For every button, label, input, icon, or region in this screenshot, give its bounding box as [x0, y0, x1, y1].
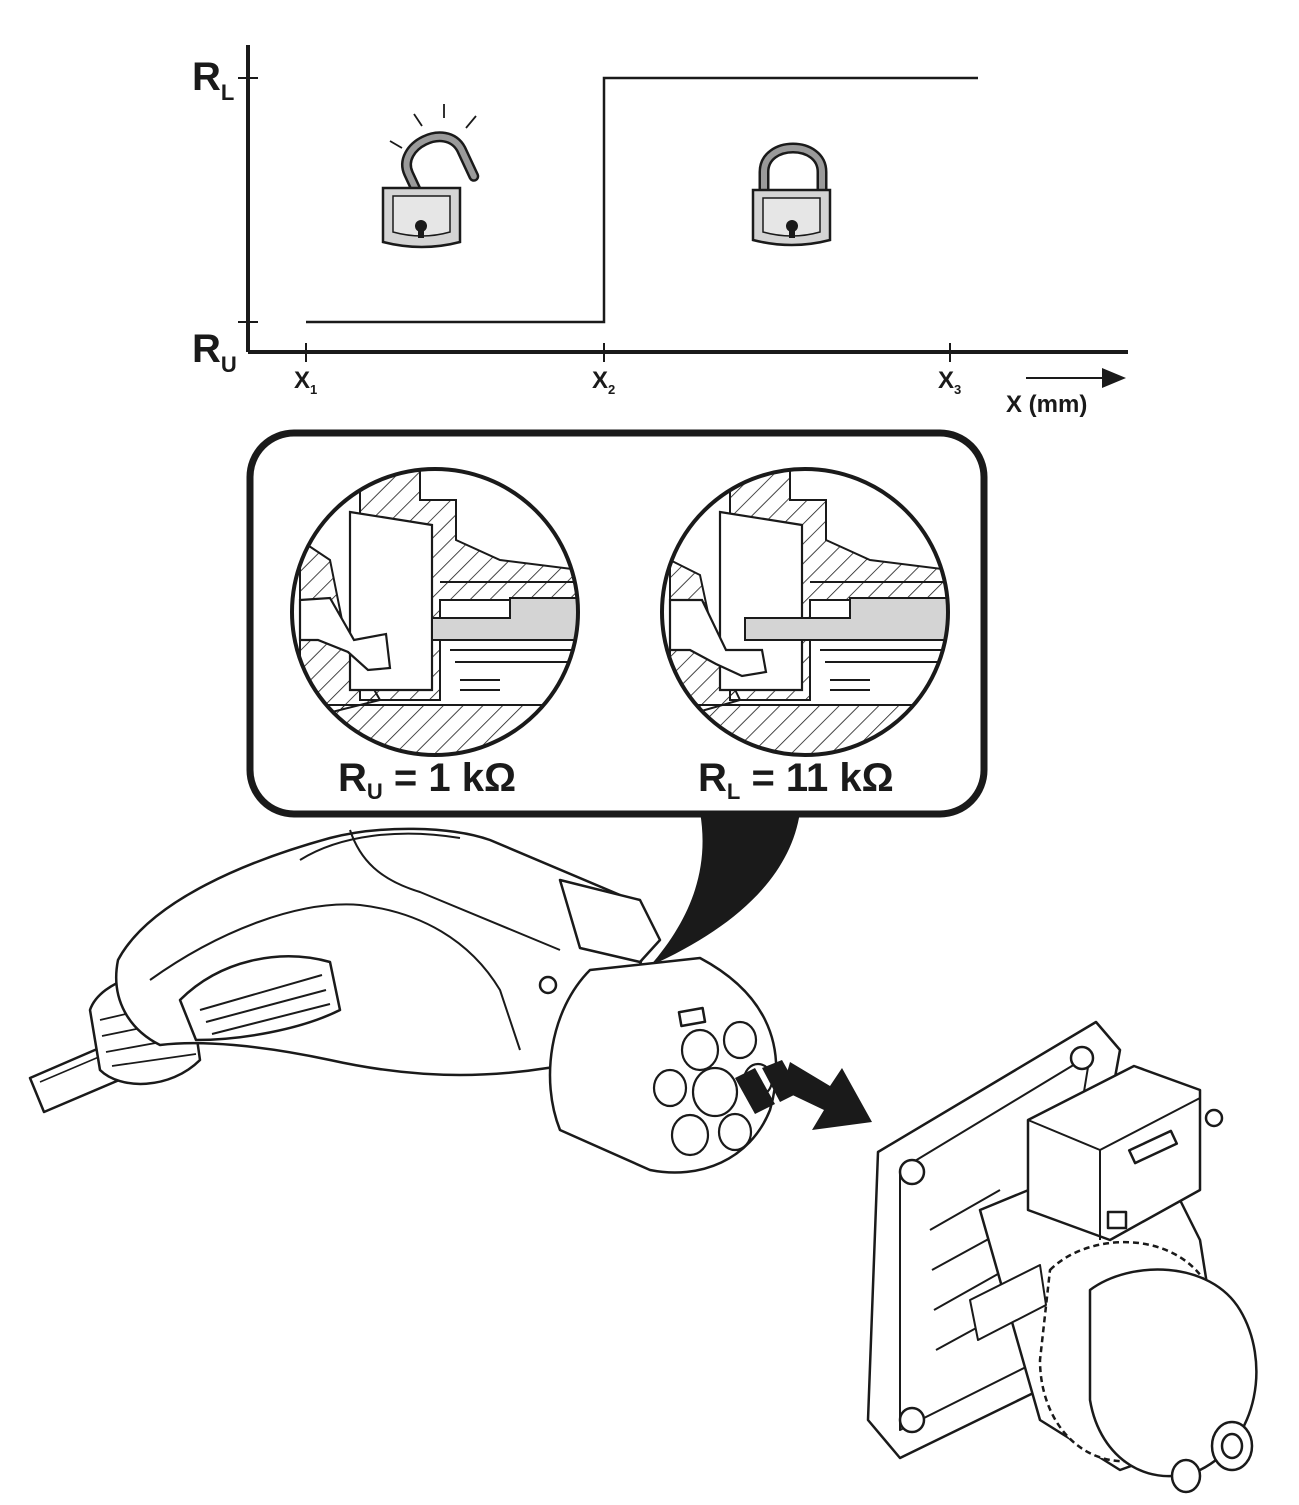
x-tick-label-3: X3 — [938, 367, 961, 397]
plug-pin-holes — [652, 1020, 774, 1157]
x-tick-label-2: X2 — [592, 367, 615, 397]
y-label-upper: RL — [192, 55, 234, 105]
inlet-actuator — [1026, 1064, 1202, 1242]
resistance-position-graph: RL RU X1 X2 X3 X (mm) — [192, 45, 1128, 418]
locked-padlock-icon — [751, 142, 832, 247]
charging-plug-icon — [28, 827, 778, 1174]
charging-inlet-socket-icon — [866, 1020, 1258, 1494]
resistance-unlocked-label: RU = 1 kΩ — [338, 756, 516, 804]
inlet-rear-cap — [1088, 1268, 1258, 1478]
latch-detail-locked — [660, 467, 950, 757]
plug-latch — [558, 878, 662, 964]
detail-callout: RU = 1 kΩ RL = 11 kΩ — [246, 429, 988, 966]
plug-nose — [548, 956, 778, 1174]
callout-pointer — [650, 812, 800, 966]
x-tick-label-1: X1 — [294, 367, 317, 397]
unlocked-padlock-icon — [381, 104, 480, 249]
y-label-lower: RU — [192, 327, 237, 377]
insertion-arrow-icon — [735, 1060, 872, 1130]
resistance-step-line — [306, 76, 978, 324]
x-axis-label: X (mm) — [1006, 391, 1087, 418]
resistance-locked-label: RL = 11 kΩ — [698, 756, 894, 804]
